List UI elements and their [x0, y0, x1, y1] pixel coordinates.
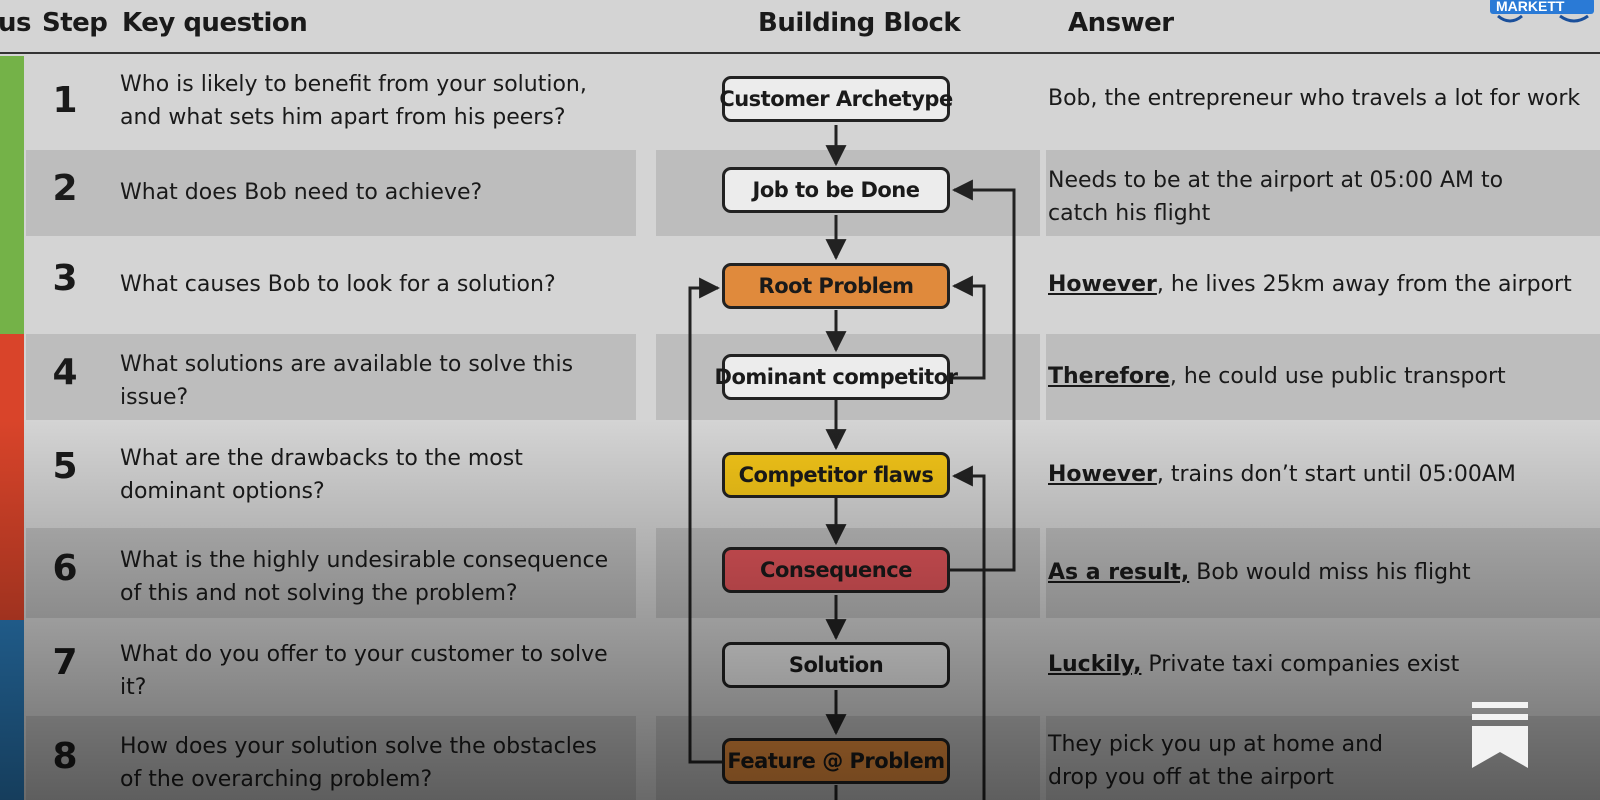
key-question: What causes Bob to look for a solution?	[120, 272, 556, 297]
row-band	[26, 334, 636, 420]
step-number: 1	[52, 80, 78, 121]
block-solution: Solution	[722, 642, 950, 688]
header-step: Step	[42, 8, 108, 38]
table-header: us Step Key question Building Block Answ…	[0, 0, 1600, 54]
header-answer: Answer	[1068, 8, 1174, 38]
answer: They pick you up at home and drop you of…	[1048, 728, 1428, 794]
answer-text: Needs to be at the airport at 05:00 AM t…	[1048, 168, 1504, 226]
block-job-to-be-done: Job to be Done	[722, 167, 950, 213]
block-competitor-flaws: Competitor flaws	[722, 452, 950, 498]
logo-text: MARKETT	[1496, 0, 1565, 14]
answer-text: , trains don’t start until 05:00AM	[1156, 462, 1516, 487]
answer-text: , he lives 25km away from the airport	[1156, 272, 1572, 297]
row-band	[1046, 334, 1600, 420]
block-root-problem: Root Problem	[722, 263, 950, 309]
answer-keyword: As a result,	[1048, 560, 1190, 585]
header-building-block: Building Block	[758, 8, 961, 38]
block-consequence: Consequence	[722, 547, 950, 593]
row-band	[1046, 150, 1600, 236]
answer: Therefore, he could use public transport	[1048, 360, 1600, 393]
answer-text: Private taxi companies exist	[1141, 652, 1460, 677]
key-question: What does Bob need to achieve?	[120, 180, 483, 205]
answer-text: Bob would miss his flight	[1189, 560, 1471, 585]
block-dominant-competitor: Dominant competitor	[715, 354, 958, 400]
block-feature-at-problem: Feature @ Problem	[722, 738, 950, 784]
focus-bar-green	[0, 56, 24, 334]
answer-keyword: However	[1048, 272, 1157, 297]
answer: As a result, Bob would miss his flight	[1048, 556, 1600, 589]
answer: Needs to be at the airport at 05:00 AM t…	[1048, 164, 1528, 230]
answer-text: They pick you up at home and drop you of…	[1048, 732, 1384, 790]
answer: Bob, the entrepreneur who travels a lot …	[1048, 82, 1600, 115]
answer-text: , he could use public transport	[1169, 364, 1506, 389]
answer: However, trains don’t start until 05:00A…	[1048, 458, 1600, 491]
answer-keyword: Luckily,	[1048, 652, 1142, 677]
logo: MARKETT	[1490, 0, 1594, 23]
answer-text: Bob, the entrepreneur who travels a lot …	[1048, 86, 1581, 111]
step-number: 2	[52, 168, 78, 209]
answer-keyword: Therefore	[1048, 364, 1170, 389]
row-band	[26, 150, 636, 236]
header-key-question: Key question	[122, 8, 308, 38]
step-number: 4	[52, 352, 78, 393]
answer-keyword: However	[1048, 462, 1157, 487]
answer: Luckily, Private taxi companies exist	[1048, 648, 1600, 681]
block-customer-archetype: Customer Archetype	[719, 76, 953, 122]
bookmark-icon[interactable]	[1470, 700, 1530, 770]
answer: However, he lives 25km away from the air…	[1048, 268, 1600, 301]
key-question: What solutions are available to solve th…	[120, 352, 574, 410]
header-focus: us	[0, 8, 32, 38]
step-number: 3	[52, 258, 78, 299]
key-question: Who is likely to benefit from your solut…	[120, 72, 587, 130]
